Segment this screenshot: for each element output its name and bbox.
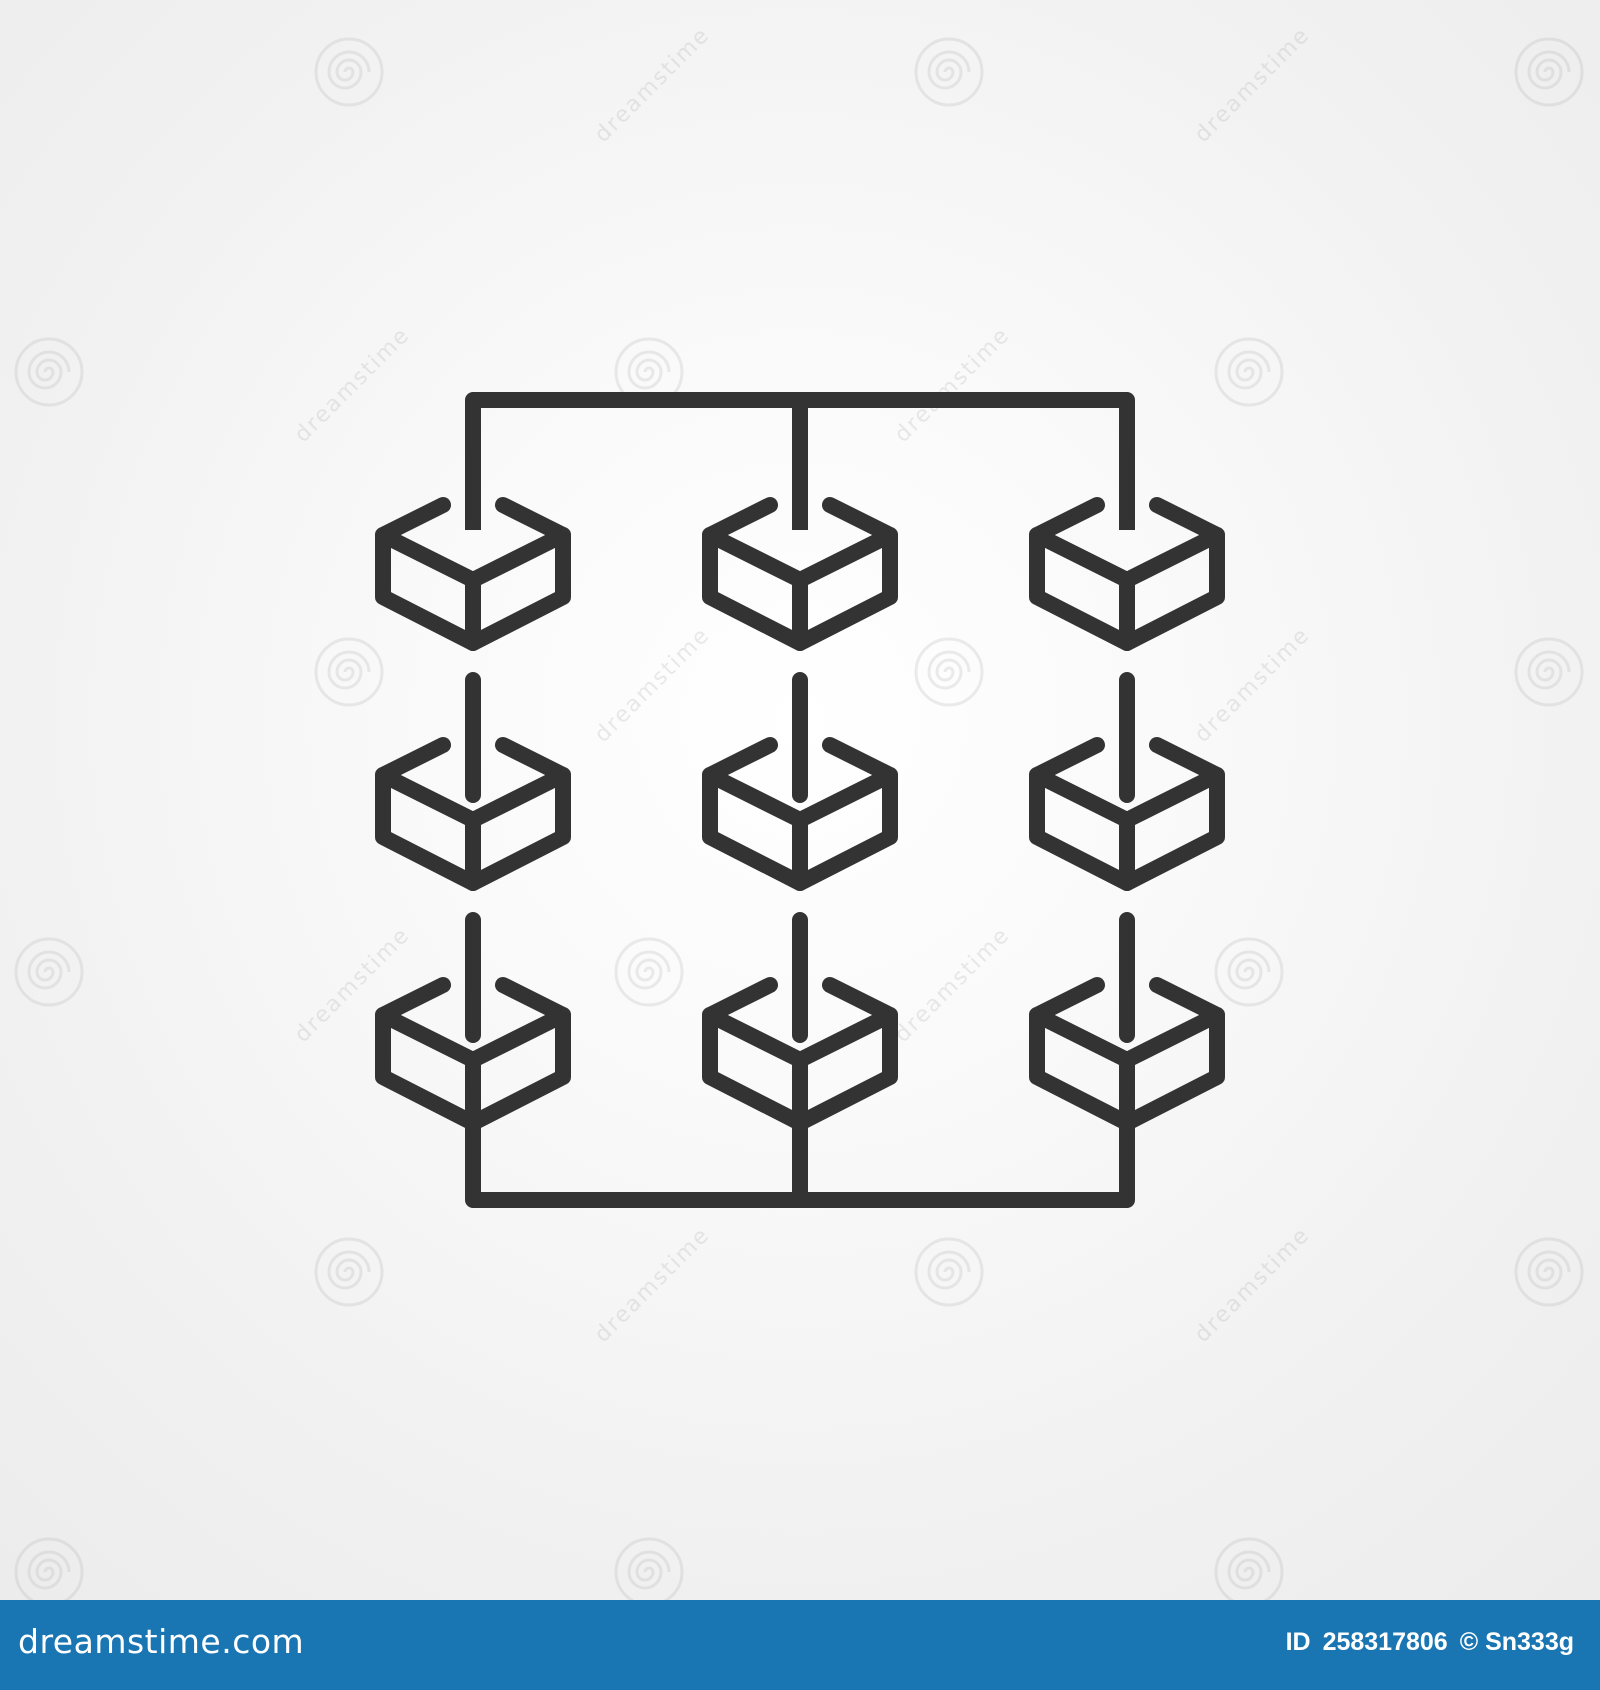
cube-icon	[1029, 737, 1225, 891]
image-credit: ID 258317806 © Sn333g	[1274, 1628, 1574, 1657]
cube-icon	[1029, 497, 1225, 651]
cube-icon	[375, 497, 571, 651]
image-id: 258317806	[1322, 1628, 1448, 1656]
cube-icon	[702, 497, 898, 651]
cube-icon	[375, 977, 571, 1131]
frame-lines	[465, 392, 1135, 1208]
cube-icon	[702, 737, 898, 891]
author-credit: © Sn333g	[1459, 1628, 1574, 1656]
dreamstime-logo[interactable]: dreamstime.com	[18, 1622, 305, 1661]
cube-grid	[375, 497, 1225, 1131]
footer-bar: dreamstime.com ID 258317806 © Sn333g	[0, 1600, 1600, 1690]
blockchain-network-diagram	[375, 392, 1225, 1208]
vertical-connectors	[465, 672, 1135, 1043]
cube-icon	[702, 977, 898, 1131]
id-label: ID	[1285, 1628, 1311, 1656]
cube-icon	[1029, 977, 1225, 1131]
cube-icon	[375, 737, 571, 891]
